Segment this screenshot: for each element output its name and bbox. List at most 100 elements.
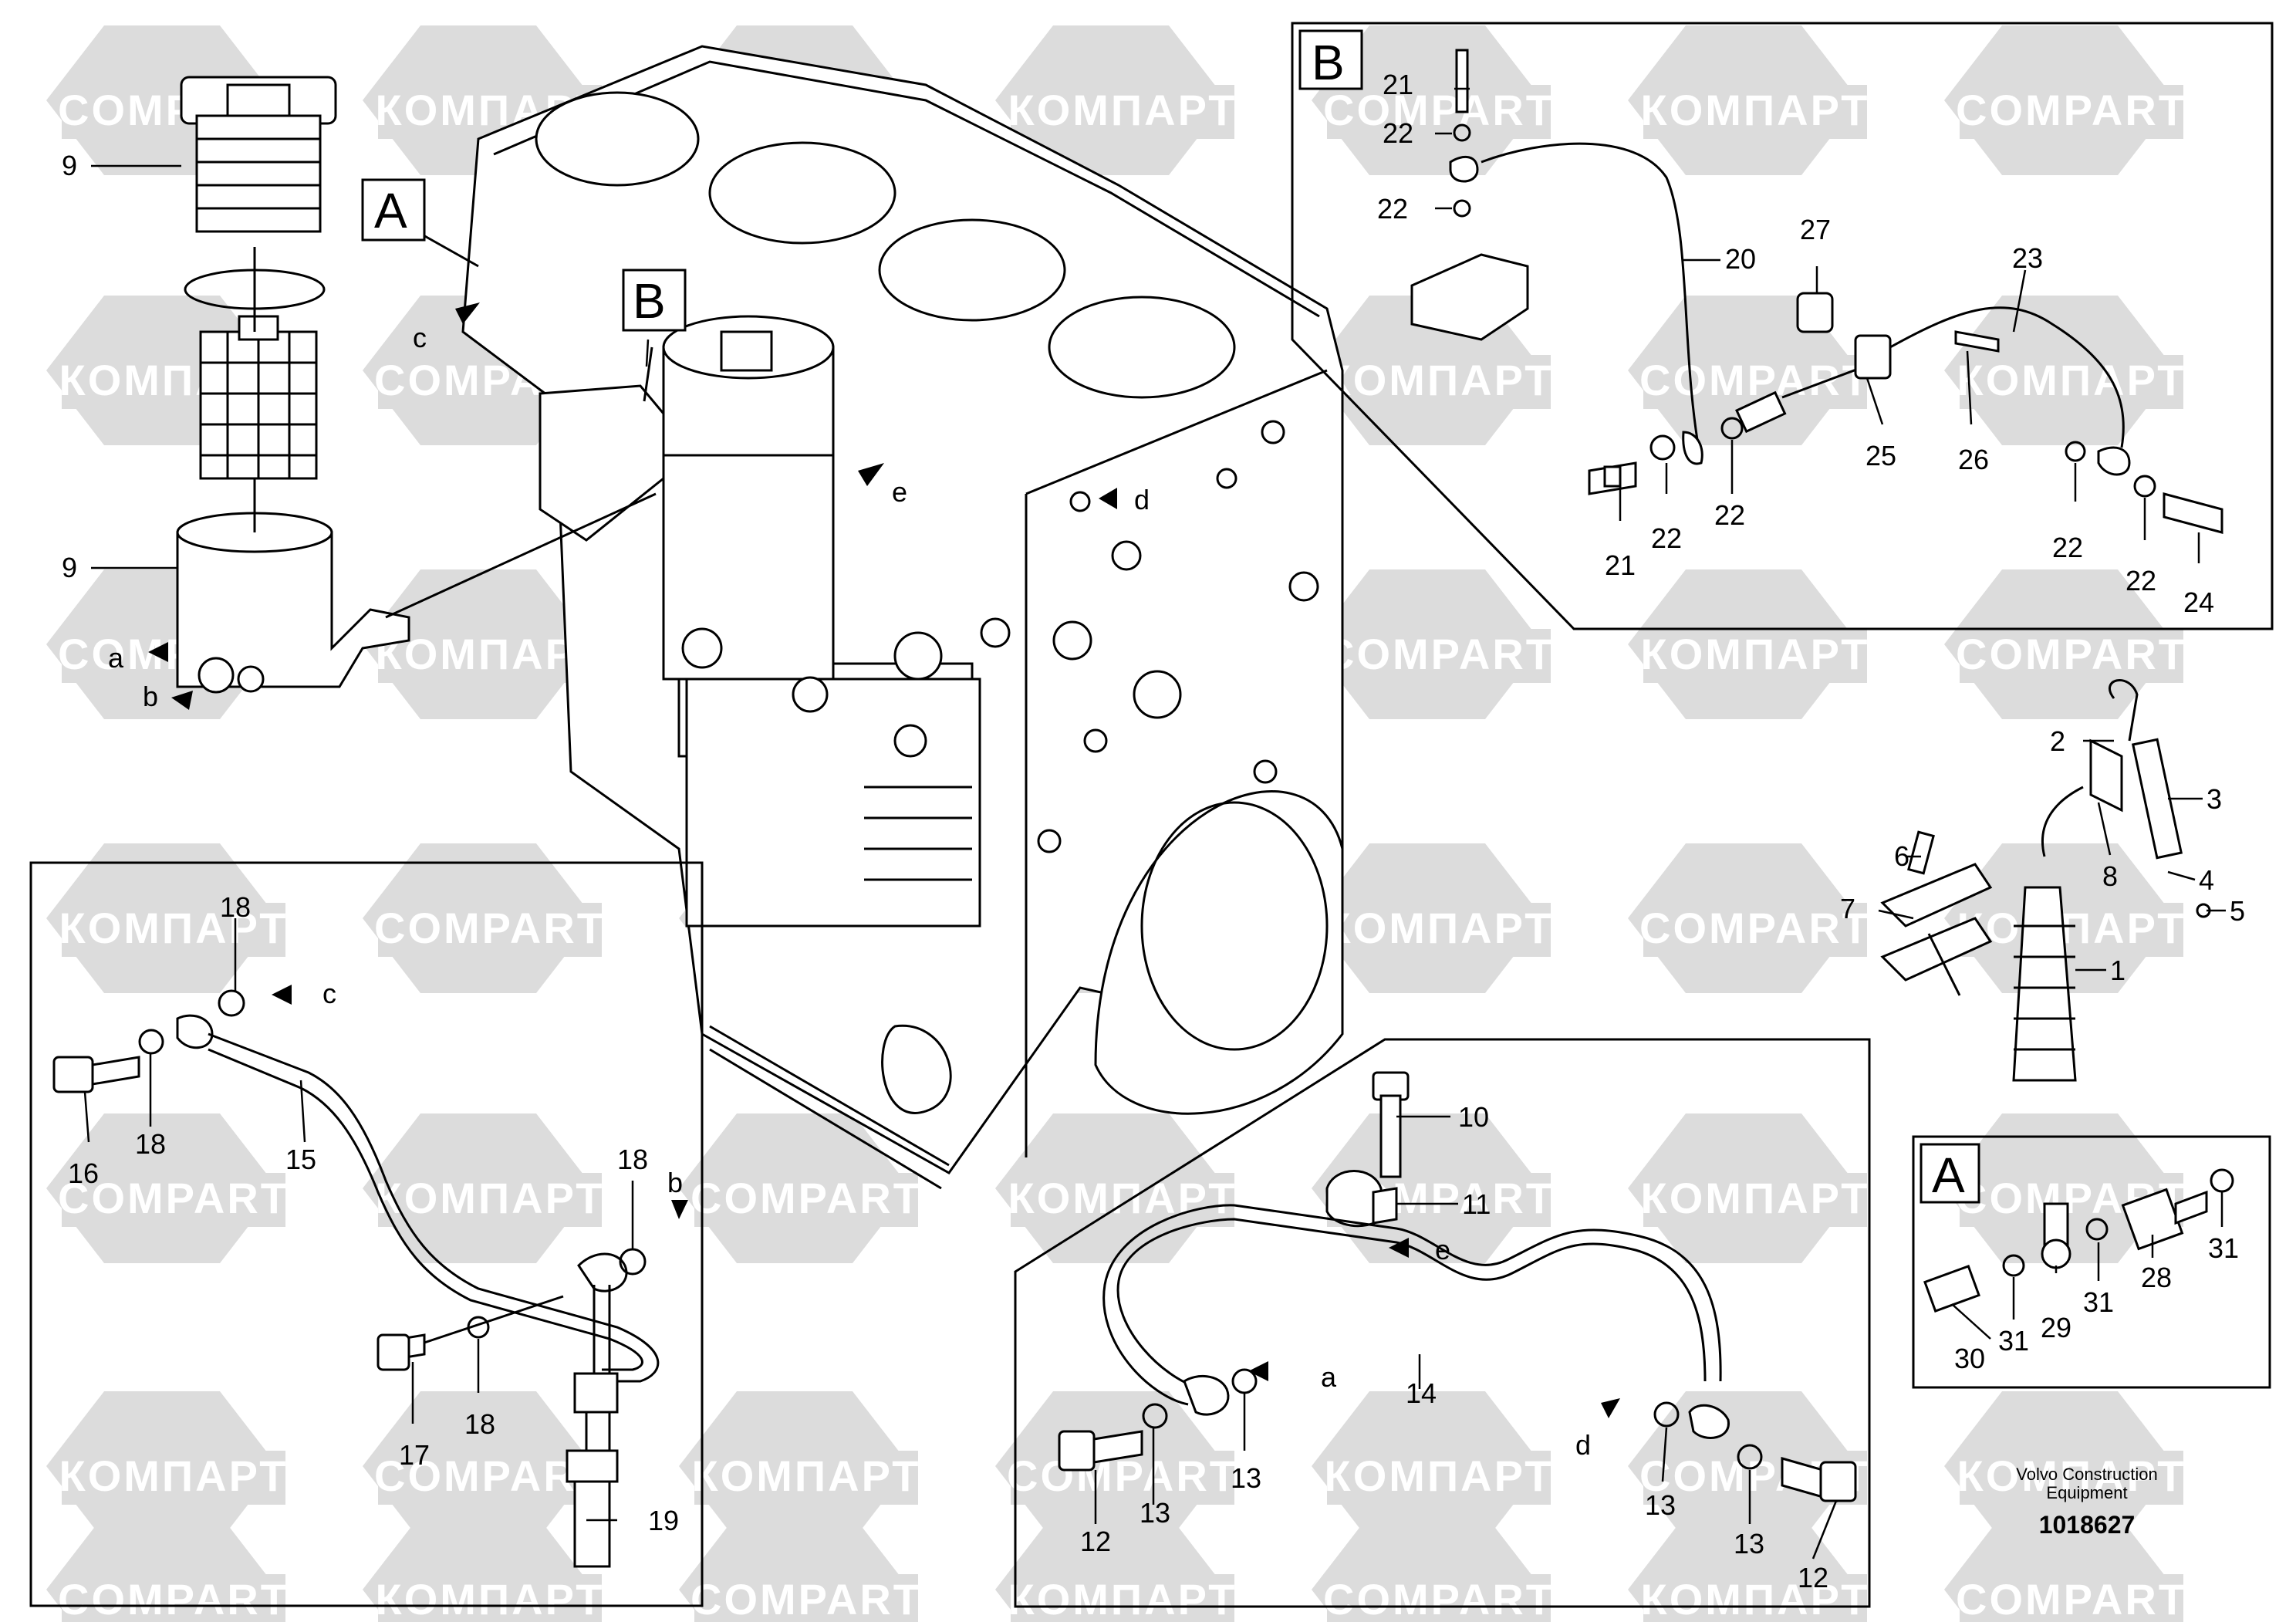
- svg-text:2: 2: [2050, 725, 2065, 757]
- watermark-tile: COMPART: [46, 1515, 289, 1622]
- svg-text:18: 18: [220, 891, 251, 923]
- watermark-text: COMPART: [1639, 904, 1871, 952]
- watermark-tile: КОМПАРТ: [1628, 1113, 1867, 1263]
- svg-text:21: 21: [1605, 549, 1636, 581]
- watermark-tile: КОМПАРТ: [1628, 569, 1870, 719]
- letter-d-main: d: [1134, 484, 1150, 515]
- oil-filter-exploded: [176, 76, 657, 694]
- callout-B-main: B: [622, 269, 687, 332]
- watermark-tile: COMPART: [363, 1391, 606, 1541]
- svg-text:31: 31: [2083, 1286, 2114, 1318]
- watermark-tile: COMPART: [1628, 843, 1871, 993]
- oil-line-panel-left: [29, 861, 704, 1607]
- letter-b-left: b: [667, 1167, 683, 1198]
- watermark-text: COMPART: [374, 1451, 606, 1500]
- svg-text:28: 28: [2141, 1262, 2172, 1293]
- watermark-text: COMPART: [58, 1174, 289, 1222]
- watermark-text: КОМПАРТ: [376, 1575, 605, 1622]
- letter-e-main: e: [892, 476, 907, 508]
- letter-a-main: a: [108, 642, 124, 674]
- svg-text:17: 17: [399, 1439, 430, 1471]
- letter-a-center: a: [1321, 1361, 1337, 1393]
- footer-block: Volvo Construction Equipment 1018627: [2016, 1465, 2157, 1539]
- svg-text:23: 23: [2012, 242, 2043, 274]
- svg-text:6: 6: [1894, 840, 1909, 872]
- watermark-text: КОМПАРТ: [59, 904, 289, 952]
- watermark-tile: КОМПАРТ: [1312, 843, 1554, 993]
- view-B-label: B: [1312, 35, 1345, 90]
- letter-d-center: d: [1575, 1429, 1591, 1461]
- watermark-text: КОМПАРТ: [1641, 1575, 1870, 1622]
- svg-text:22: 22: [1651, 522, 1682, 554]
- svg-text:7: 7: [1840, 893, 1855, 924]
- watermark-text: КОМПАРТ: [692, 1451, 921, 1500]
- watermark-text: COMPART: [1956, 86, 2187, 134]
- injector-cluster: [1880, 679, 2211, 1082]
- watermark-text: КОМПАРТ: [1641, 630, 1870, 678]
- svg-text:20: 20: [1725, 243, 1756, 275]
- watermark-tile: COMPART: [46, 1113, 289, 1263]
- callout-9-bottom: 9: [62, 552, 77, 583]
- svg-text:15: 15: [285, 1144, 316, 1175]
- brand-line-1: Volvo Construction: [2016, 1465, 2157, 1484]
- watermark-tile: COMPART: [679, 1113, 922, 1263]
- letter-b-main: b: [143, 681, 158, 712]
- watermark-tile: COMPART: [1312, 1515, 1552, 1622]
- leader-lines: [83, 87, 2226, 1559]
- svg-text:12: 12: [1080, 1526, 1111, 1557]
- watermark-tile: КОМПАРТ: [363, 1113, 602, 1263]
- watermark-text: КОМПАРТ: [1325, 904, 1554, 952]
- callout-numbers: 9 9 a b c e d 21 22 22 20 27 23 25 26 21…: [62, 69, 2245, 1593]
- view-B-panel: B: [1291, 22, 2274, 630]
- svg-text:29: 29: [2041, 1312, 2071, 1343]
- watermark-text: КОМПАРТ: [1008, 86, 1237, 134]
- watermark-tile: КОМПАРТ: [1944, 1391, 2186, 1541]
- watermark-tile: COMPART: [1944, 25, 2187, 175]
- svg-text:B: B: [633, 273, 666, 329]
- svg-text:14: 14: [1406, 1377, 1437, 1409]
- watermark-tile: КОМПАРТ: [46, 843, 289, 993]
- watermark-text: КОМПАРТ: [1325, 356, 1554, 404]
- svg-text:10: 10: [1458, 1101, 1489, 1133]
- svg-text:18: 18: [617, 1144, 648, 1175]
- svg-text:A: A: [374, 183, 407, 238]
- svg-text:24: 24: [2183, 586, 2214, 618]
- watermark-tile: COMPART: [679, 1515, 920, 1622]
- watermark-text: COMPART: [690, 1174, 922, 1222]
- direction-arrows: [148, 302, 1620, 1418]
- watermark-text: КОМПАРТ: [1957, 904, 2186, 952]
- watermark-tile: КОМПАРТ: [995, 1113, 1234, 1263]
- svg-text:13: 13: [1231, 1462, 1261, 1494]
- watermark-text: COMPART: [1639, 356, 1871, 404]
- watermark-tile: КОМПАРТ: [363, 1515, 605, 1622]
- watermark-tile: COMPART: [995, 1391, 1236, 1541]
- svg-text:12: 12: [1798, 1562, 1828, 1593]
- watermark-tile: КОМПАРТ: [1628, 25, 1867, 175]
- svg-text:22: 22: [1383, 117, 1413, 149]
- svg-text:13: 13: [1734, 1528, 1764, 1559]
- watermark-tile: COMPART: [1944, 1515, 2185, 1622]
- watermark-text: COMPART: [374, 904, 606, 952]
- letter-e-center: e: [1435, 1234, 1450, 1265]
- watermark-text: КОМПАРТ: [1957, 1451, 2186, 1500]
- letter-c-left: c: [322, 978, 336, 1009]
- watermark-tile: КОМПАРТ: [1312, 1391, 1551, 1541]
- watermark-text: КОМПАРТ: [59, 1451, 289, 1500]
- brand-line-2: Equipment: [2046, 1483, 2127, 1502]
- callout-9-top: 9: [62, 150, 77, 181]
- watermark-tile: COMPART: [1628, 296, 1871, 445]
- svg-text:31: 31: [1998, 1325, 2029, 1357]
- svg-text:1: 1: [2110, 955, 2125, 986]
- svg-text:22: 22: [1377, 193, 1408, 225]
- watermark-tile: КОМПАРТ: [679, 1391, 921, 1541]
- view-A-label: A: [1932, 1147, 1965, 1203]
- watermark-tile: COMPART: [1944, 569, 2185, 719]
- svg-text:31: 31: [2208, 1232, 2239, 1264]
- callout-A-main: A: [361, 178, 426, 242]
- watermark-text: COMPART: [58, 1575, 289, 1622]
- watermark-tile: КОМПАРТ: [46, 1391, 289, 1541]
- svg-text:22: 22: [1714, 499, 1745, 531]
- svg-text:22: 22: [2052, 532, 2083, 563]
- svg-text:11: 11: [1462, 1188, 1491, 1220]
